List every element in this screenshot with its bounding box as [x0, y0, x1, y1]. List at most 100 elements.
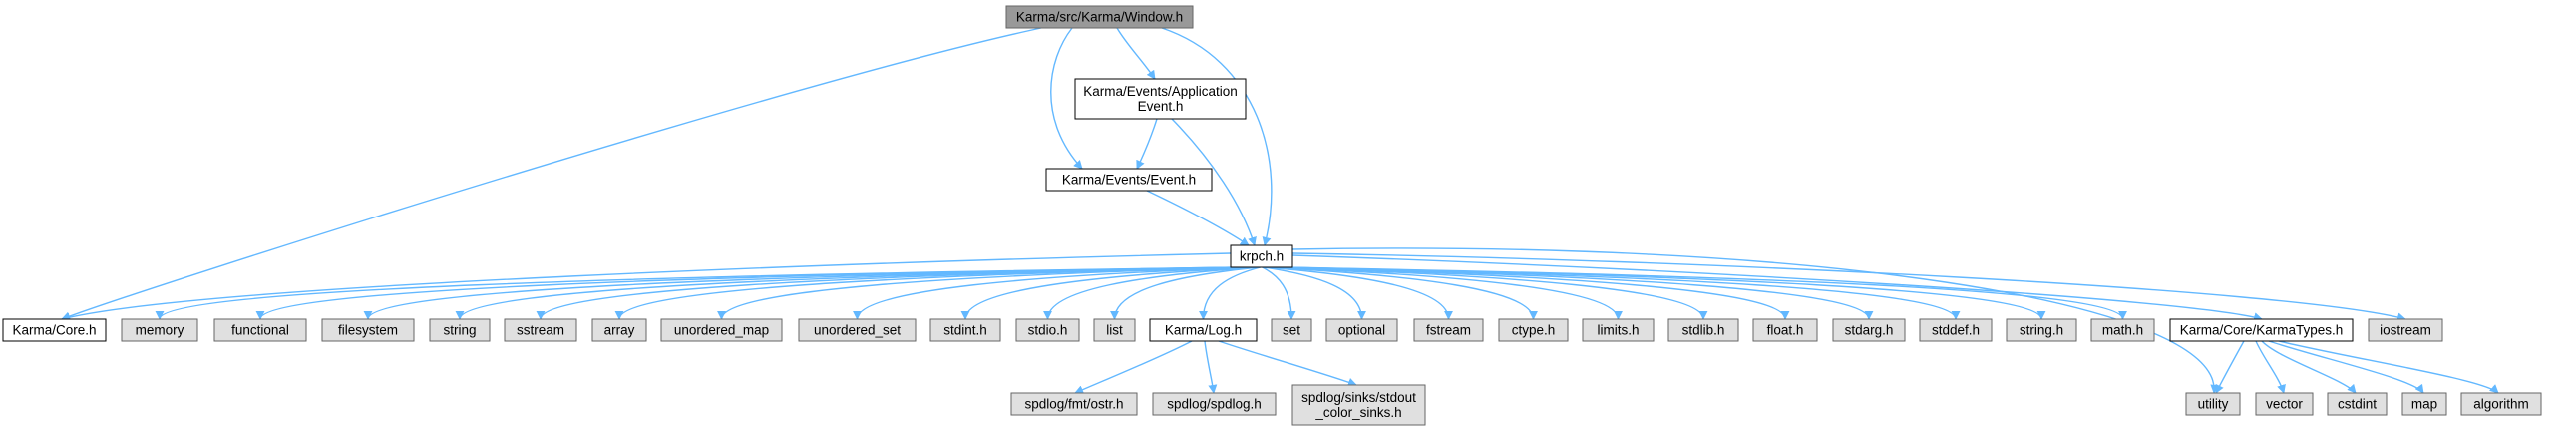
node-label: list: [1106, 323, 1123, 338]
edge-log_h-to-spdlog_h: [1204, 340, 1218, 394]
node-label: stdarg.h: [1845, 323, 1894, 338]
node-krpch-h[interactable]: krpch.h: [1230, 244, 1293, 268]
node-box: [1015, 318, 1080, 342]
node-box: [1045, 168, 1213, 192]
edge-karmatypes_h-to-vector: [2255, 340, 2286, 394]
edge-krpch_h-to-stdio_h: [1043, 266, 1259, 320]
node-cstdint: cstdint: [2327, 392, 2388, 416]
node-label: algorithm: [2473, 397, 2529, 412]
node-box: [1498, 318, 1569, 342]
node-string-h: string.h: [2006, 318, 2077, 342]
node-box: [1752, 318, 1818, 342]
node-box: [1291, 384, 1426, 426]
node-map: map: [2401, 392, 2447, 416]
node-float-h: float.h: [1752, 318, 1818, 342]
node-label: krpch.h: [1240, 249, 1284, 264]
nodes-layer: Karma/src/Karma/Window.hKarma/Events/App…: [2, 5, 2542, 426]
node-label: Karma/Events/Event.h: [1062, 173, 1196, 188]
node-set: set: [1271, 318, 1312, 342]
node-label: spdlog/sinks/stdout: [1301, 390, 1416, 405]
node-label: memory: [136, 323, 184, 338]
node-label: array: [604, 323, 635, 338]
node-core-h[interactable]: Karma/Core.h: [2, 318, 107, 342]
node-box: [2368, 318, 2443, 342]
node-box: [2460, 392, 2542, 416]
node-memory: memory: [121, 318, 198, 342]
edge-log_h-to-stdout_sinks: [1218, 340, 1357, 387]
edge-krpch_h-to-utility: [1291, 247, 2220, 394]
node-label: iostream: [2380, 323, 2431, 338]
edge-window_h-to-krpch_h: [1161, 27, 1273, 246]
node-label: set: [1283, 323, 1300, 338]
edge-krpch_h-to-limits_h: [1268, 266, 1623, 320]
edge-appevent_h-to-krpch_h: [1171, 118, 1257, 246]
node-label: float.h: [1767, 323, 1804, 338]
edge-krpch_h-to-log_h: [1199, 266, 1262, 320]
node-iostream: iostream: [2368, 318, 2443, 342]
node-spdlog-h: spdlog/spdlog.h: [1152, 392, 1277, 416]
node-box: [929, 318, 1001, 342]
node-label: Karma/Log.h: [1165, 323, 1242, 338]
node-label: utility: [2198, 397, 2229, 412]
edge-krpch_h-to-iostream: [1291, 252, 2406, 322]
node-string: string: [429, 318, 491, 342]
edge-karmatypes_h-to-map: [2268, 340, 2424, 394]
edge-krpch_h-to-karmatypes_h: [1291, 254, 2263, 322]
node-karmatypes-h[interactable]: Karma/Core/KarmaTypes.h: [2169, 318, 2354, 342]
node-filesystem: filesystem: [321, 318, 415, 342]
node-stdio-h: stdio.h: [1015, 318, 1080, 342]
node-array: array: [591, 318, 647, 342]
node-label: sstream: [517, 323, 564, 338]
node-label: fstream: [1426, 323, 1471, 338]
edge-krpch_h-to-unordered_set: [853, 266, 1255, 320]
node-label: Karma/Core/KarmaTypes.h: [2180, 323, 2344, 338]
node-box: [2401, 392, 2447, 416]
node-label: ctype.h: [1512, 323, 1556, 338]
node-box: [1152, 392, 1277, 416]
node-label: stddef.h: [1932, 323, 1980, 338]
node-list: list: [1093, 318, 1136, 342]
node-box: [2169, 318, 2354, 342]
node-label: Event.h: [1138, 99, 1184, 114]
edge-karmatypes_h-to-cstdint: [2261, 340, 2357, 394]
edge-krpch_h-to-ctype_h: [1267, 266, 1538, 320]
node-label: Karma/Events/Application: [1083, 84, 1238, 99]
node-box: [1413, 318, 1484, 342]
node-box: [1010, 392, 1138, 416]
node-label: limits.h: [1597, 323, 1639, 338]
node-window-h[interactable]: Karma/src/Karma/Window.h: [1005, 5, 1194, 29]
edge-window_h-to-appevent_h: [1116, 27, 1156, 80]
node-box: [2327, 392, 2388, 416]
node-box: [429, 318, 491, 342]
edge-krpch_h-to-unordered_map: [717, 266, 1252, 320]
edge-karmatypes_h-to-algorithm: [2278, 340, 2499, 394]
node-stdout-sinks: spdlog/sinks/stdout_color_sinks.h: [1291, 384, 1426, 426]
edge-appevent_h-to-event_h: [1136, 118, 1158, 170]
edge-krpch_h-to-array: [614, 266, 1251, 320]
node-fstream: fstream: [1413, 318, 1484, 342]
node-label: functional: [231, 323, 289, 338]
node-event-h[interactable]: Karma/Events/Event.h: [1045, 168, 1213, 192]
node-stdarg-h: stdarg.h: [1832, 318, 1906, 342]
node-fmt-ostr: spdlog/fmt/ostr.h: [1010, 392, 1138, 416]
node-limits-h: limits.h: [1582, 318, 1655, 342]
node-label: stdint.h: [943, 323, 987, 338]
node-label: filesystem: [338, 323, 398, 338]
node-box: [660, 318, 783, 342]
node-label: spdlog/fmt/ostr.h: [1024, 397, 1123, 412]
node-functional: functional: [213, 318, 307, 342]
edge-karmatypes_h-to-utility: [2215, 340, 2245, 394]
node-box: [798, 318, 917, 342]
edge-krpch_h-to-stdint_h: [960, 266, 1257, 320]
node-label: unordered_set: [814, 323, 901, 338]
edge-krpch_h-to-optional: [1263, 266, 1366, 320]
node-utility: utility: [2185, 392, 2241, 416]
node-log-h[interactable]: Karma/Log.h: [1149, 318, 1258, 342]
node-box: [213, 318, 307, 342]
node-box: [2, 318, 107, 342]
node-box: [121, 318, 198, 342]
edges-layer: [61, 27, 2499, 394]
node-stdint-h: stdint.h: [929, 318, 1001, 342]
edge-log_h-to-fmt_ostr: [1074, 340, 1193, 394]
